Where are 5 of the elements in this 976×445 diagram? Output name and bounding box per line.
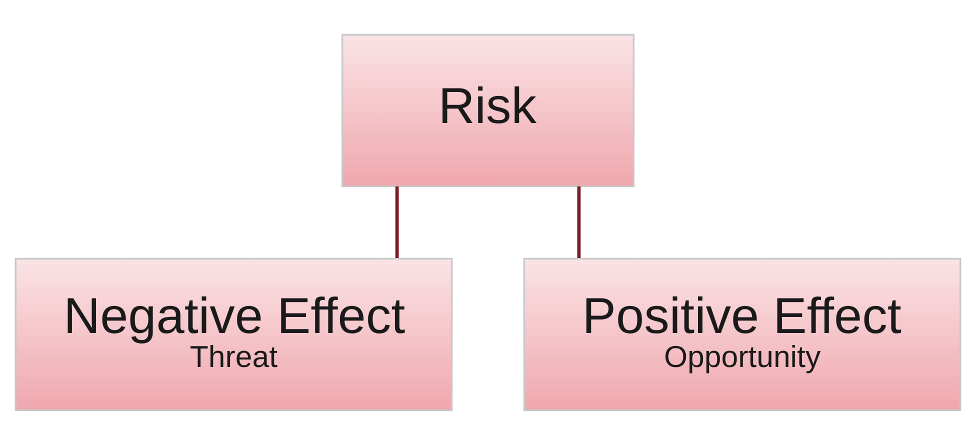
connector: [395, 186, 399, 258]
node-box: Positive Effect Opportunity: [523, 258, 962, 412]
node-box: Negative Effect Threat: [14, 258, 453, 412]
connector: [577, 186, 581, 258]
node-box: Risk: [342, 34, 634, 188]
